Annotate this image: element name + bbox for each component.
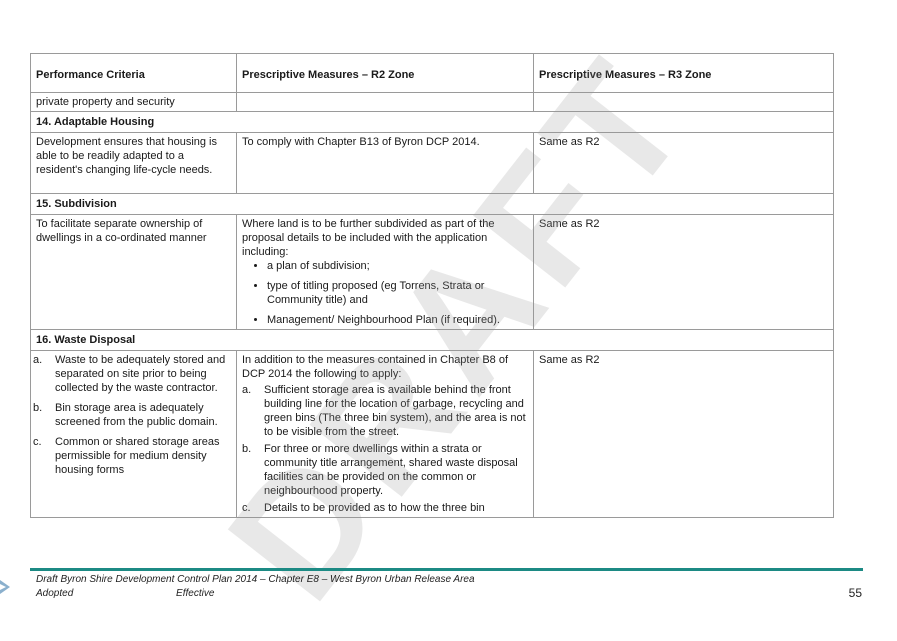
section-title: 14. Adaptable Housing [30,111,834,133]
list-marker: c. [242,502,251,514]
footer-rule [30,568,863,571]
table-row: Development ensures that housing is able… [30,132,834,194]
list-marker: a. [242,384,252,396]
table-cell: a. Waste to be adequately stored and sepa… [30,350,237,518]
list-item: a. Waste to be adequately stored and sepa… [33,353,231,395]
table-cell: In addition to the measures contained in… [236,350,534,518]
section-heading-row: 15. Subdivision [30,193,834,215]
section-heading-row: 16. Waste Disposal [30,329,834,351]
table-cell [533,92,834,112]
effective-label: Effective [176,588,215,599]
table-header-row: Performance Criteria Prescriptive Measur… [30,53,834,93]
table-cell [236,92,534,112]
page-number: 55 [848,586,862,600]
section-title: 15. Subdivision [30,193,834,215]
list-marker: b. [242,443,252,455]
list-item: Management/ Neighbourhood Plan (if requi… [267,313,528,327]
council-logo-icon [0,578,10,596]
r2-intro-text: Where land is to be further subdivided a… [242,218,495,258]
lettered-list: a. Sufficient storage area is available b… [242,383,528,515]
r2-intro-text: In addition to the measures contained in… [242,354,509,380]
table-cell: Same as R2 [533,214,834,330]
adopted-label: Adopted [36,588,74,599]
list-item: a. Sufficient storage area is available b… [242,383,528,439]
footer-document-title: Draft Byron Shire Development Control Pl… [36,574,475,585]
list-marker: b. [33,402,43,414]
table-cell: Same as R2 [533,132,834,194]
bullet-list: a plan of subdivision; type of titling p… [242,259,528,327]
list-item: b. For three or more dwellings within a s… [242,442,528,498]
table-cell: Development ensures that housing is able… [30,132,237,194]
header-r3-zone: Prescriptive Measures – R3 Zone [533,53,834,93]
list-text: Sufficient storage area is available beh… [264,384,526,438]
list-item: c. Details to be provided as to how the t… [242,501,528,515]
table-cell: Same as R2 [533,350,834,518]
list-marker: a. [33,354,43,366]
document-page: Performance Criteria Prescriptive Measur… [0,0,897,619]
table-cell: Where land is to be further subdivided a… [236,214,534,330]
list-item: c. Common or shared storage areas permiss… [33,435,231,477]
header-r2-zone: Prescriptive Measures – R2 Zone [236,53,534,93]
list-item: b. Bin storage area is adequately screene… [33,401,231,429]
section-title: 16. Waste Disposal [30,329,834,351]
table-row: To facilitate separate ownership of dwel… [30,214,834,330]
table-cell: To facilitate separate ownership of dwel… [30,214,237,330]
lettered-list: a. Waste to be adequately stored and sepa… [33,353,231,477]
list-item: a plan of subdivision; [267,259,528,273]
list-text: Common or shared storage areas permissib… [55,436,220,476]
list-marker: c. [33,436,42,448]
section-heading-row: 14. Adaptable Housing [30,111,834,133]
footer-status: Adopted Effective [36,588,214,599]
table-cell: private property and security [30,92,237,112]
criteria-table: Performance Criteria Prescriptive Measur… [30,53,834,518]
table-cell: To comply with Chapter B13 of Byron DCP … [236,132,534,194]
list-text: For three or more dwellings within a str… [264,443,518,497]
list-text: Waste to be adequately stored and separa… [55,354,226,394]
list-text: Details to be provided as to how the thr… [264,502,485,514]
list-text: Bin storage area is adequately screened … [55,402,218,428]
list-item: type of titling proposed (eg Torrens, St… [267,279,528,307]
table-row: private property and security [30,92,834,112]
table-row: a. Waste to be adequately stored and sepa… [30,350,834,518]
header-performance-criteria: Performance Criteria [30,53,237,93]
